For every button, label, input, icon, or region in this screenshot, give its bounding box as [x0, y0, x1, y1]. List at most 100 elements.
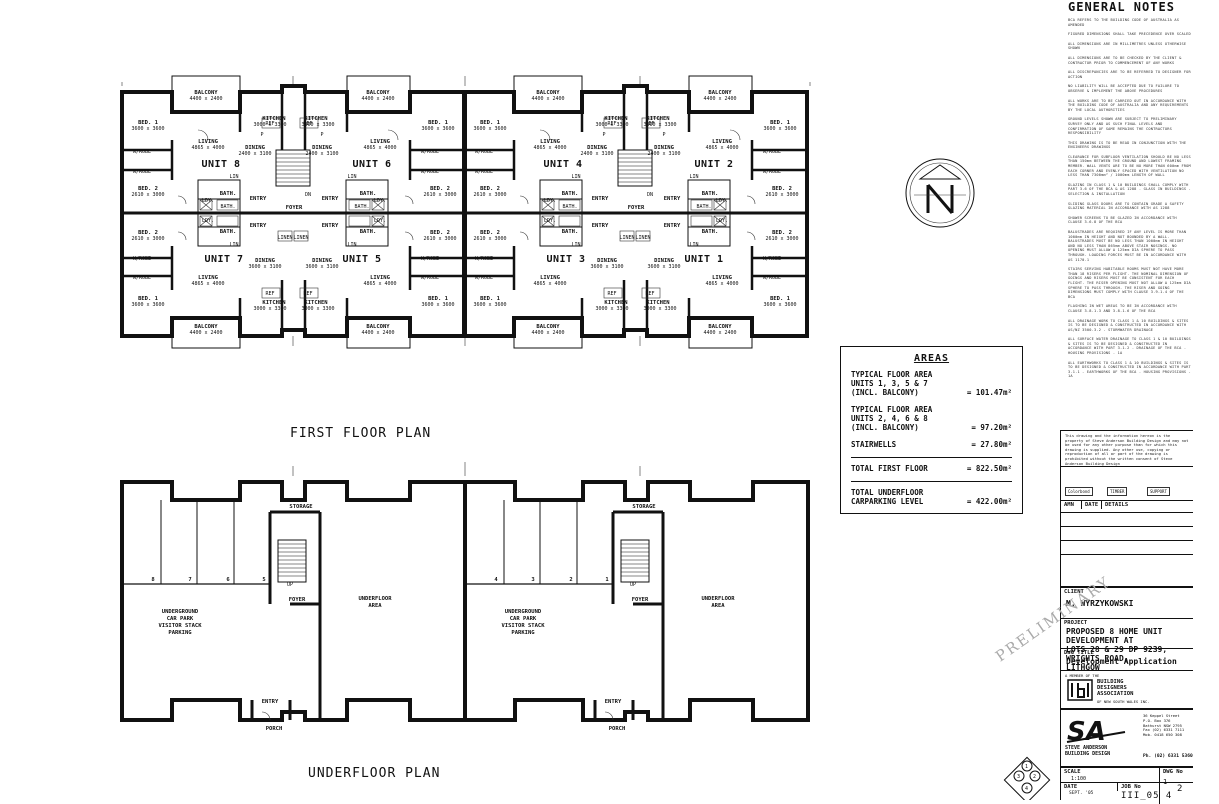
robe-label: W/ROBE: [475, 149, 493, 155]
pantry-label: P: [260, 132, 263, 138]
room-dim: 4865 x 4000: [533, 145, 566, 151]
exterior-wall: [462, 84, 809, 338]
disclaimer-text: This drawing and the information hereon …: [1065, 433, 1189, 466]
entry-label: ENTRY: [592, 223, 609, 229]
area-label: TYPICAL FLOOR AREA UNITS 1, 3, 5 & 7 (IN…: [851, 370, 933, 397]
laundry-tub: [541, 215, 555, 227]
notes-heading: GENERAL NOTES: [1068, 0, 1175, 14]
scale-label: SCALE: [1064, 769, 1081, 775]
robe-label: W/ROBE: [763, 275, 781, 281]
laundry-tub: [541, 199, 555, 211]
area-label: TOTAL FIRST FLOOR: [851, 464, 928, 473]
note-item: GROUND LEVELS SHOWN ARE SUBJECT TO PRELI…: [1068, 117, 1177, 136]
room-dim: 2610 x 3000: [131, 236, 164, 242]
entry-label: ENTRY: [250, 223, 267, 229]
laundry-label: LDY.: [716, 198, 728, 204]
client-name: M. WYRZYKOWSKI: [1066, 599, 1134, 608]
room-dim: 3600 x 3100: [647, 264, 680, 270]
carpark-label: PARKING: [511, 630, 535, 636]
note-item: THIS DRAWING IS TO BE READ IN CONJUNCTIO…: [1068, 140, 1187, 150]
room-dim: 2400 x 3100: [647, 151, 680, 157]
bath-label: BATH.: [354, 204, 369, 210]
door-swing: [604, 711, 614, 721]
foyer-label: FOYER: [628, 205, 645, 211]
robe-label: W/ROBE: [475, 169, 493, 175]
ref-label: REF: [265, 121, 274, 127]
note-item: STAIRS SERVING HABITABLE ROOMS MUST NOT …: [1068, 267, 1191, 299]
first-floor-outline: [120, 75, 809, 349]
association-logo-icon: [1067, 679, 1093, 701]
robe-label: W/ROBE: [421, 275, 439, 281]
ref-label: REF: [645, 121, 654, 127]
door-swing: [261, 711, 271, 721]
area-label: TYPICAL FLOOR AREA UNITS 2, 4, 6 & 8 (IN…: [851, 405, 933, 432]
bedroom-label: BED. 2: [430, 230, 450, 236]
linen-label: LIN: [689, 174, 698, 180]
title-block: This drawing and the information hereon …: [1060, 430, 1193, 804]
linen-label: LIN: [347, 174, 356, 180]
room-dim: 3600 x 3100: [248, 264, 281, 270]
ref-label: REF: [265, 291, 274, 297]
bedroom-label: BED. 1: [428, 296, 449, 302]
room-dim: 3600 x 3600: [421, 302, 454, 308]
area-row: TOTAL UNDERFLOOR CARPARKING LEVEL = 422.…: [851, 488, 1012, 506]
area-row: STAIRWELLS = 27.80m²: [851, 440, 1012, 449]
note-item: ALL DIMENSIONS ARE IN MILLIMETRES UNLESS…: [1068, 41, 1187, 51]
note-item: NO LIABILITY WILL BE ACCEPTED DUE TO FAI…: [1068, 84, 1180, 93]
bathtub: [216, 215, 239, 227]
area-value: = 422.00m²: [966, 497, 1012, 506]
bedroom-label: BED. 1: [138, 120, 159, 126]
dwg-title-cell: DWG TITLE Development Application: [1061, 648, 1193, 670]
kitchen-label: KITCHEN: [262, 116, 285, 122]
door-swing: [746, 195, 756, 205]
parking-bay-number: 7: [188, 577, 191, 583]
bath-label: BATH.: [696, 204, 711, 210]
date-label: DATE: [1064, 784, 1078, 790]
ref-label: REF: [607, 121, 616, 127]
laundry-tub: [371, 215, 385, 227]
linen-cupboard: [277, 230, 293, 242]
foyer-label: FOYER: [286, 205, 303, 211]
date-value: SEPT. '05: [1069, 791, 1094, 796]
laundry-label: LDY.: [374, 218, 386, 224]
entry-label: ENTRY: [592, 196, 609, 202]
dining-label: DINING: [312, 145, 333, 151]
linen-label: LIN: [229, 242, 238, 248]
bedroom-label: BED. 2: [772, 230, 792, 236]
room-dim: 2610 x 3000: [765, 236, 798, 242]
room-dim: 3600 x 3600: [421, 126, 454, 132]
door-swing: [519, 231, 529, 241]
balcony-rail: [688, 75, 753, 113]
laundry-tub: [371, 199, 385, 211]
bath-label: BATH.: [562, 229, 579, 235]
unit-label: UNIT 3: [546, 254, 585, 265]
fridge-space: [603, 287, 623, 299]
room-dim: 4865 x 4000: [533, 281, 566, 287]
bath-core: [345, 179, 389, 247]
fridge-space: [641, 287, 661, 299]
job-label: JOB No: [1117, 783, 1144, 791]
dwg-total: 2: [1177, 784, 1183, 794]
area-row: TYPICAL FLOOR AREA UNITS 2, 4, 6 & 8 (IN…: [851, 405, 1012, 432]
living-label: LIVING: [370, 275, 391, 281]
unit-label: UNIT 5: [342, 254, 381, 265]
stair: [620, 539, 650, 583]
pantry-label: P: [602, 132, 605, 138]
amendment-row: [1061, 554, 1193, 586]
laundry-tub: [713, 199, 727, 211]
fridge-space: [261, 287, 281, 299]
bathtub: [690, 215, 713, 227]
ref-label: REF: [645, 291, 654, 297]
bathtub: [348, 199, 371, 211]
living-label: LIVING: [198, 275, 219, 281]
note-item: SHOWER SCREENS TO BE GLAZED IN ACCORDANC…: [1068, 215, 1177, 225]
dwg-title: Development Application: [1066, 657, 1177, 666]
room-dim: 2610 x 3000: [423, 236, 456, 242]
door-swing: [404, 195, 414, 205]
entry-label: ENTRY: [322, 196, 339, 202]
room-dim: 3600 x 3600: [763, 302, 796, 308]
scale-cell: SCALE 1:100 DWG No 1 2: [1061, 766, 1193, 804]
balcony-label: BALCONY: [366, 90, 390, 96]
room-dim: 4865 x 4000: [363, 145, 396, 151]
laundry-label: LDY.: [374, 198, 386, 204]
